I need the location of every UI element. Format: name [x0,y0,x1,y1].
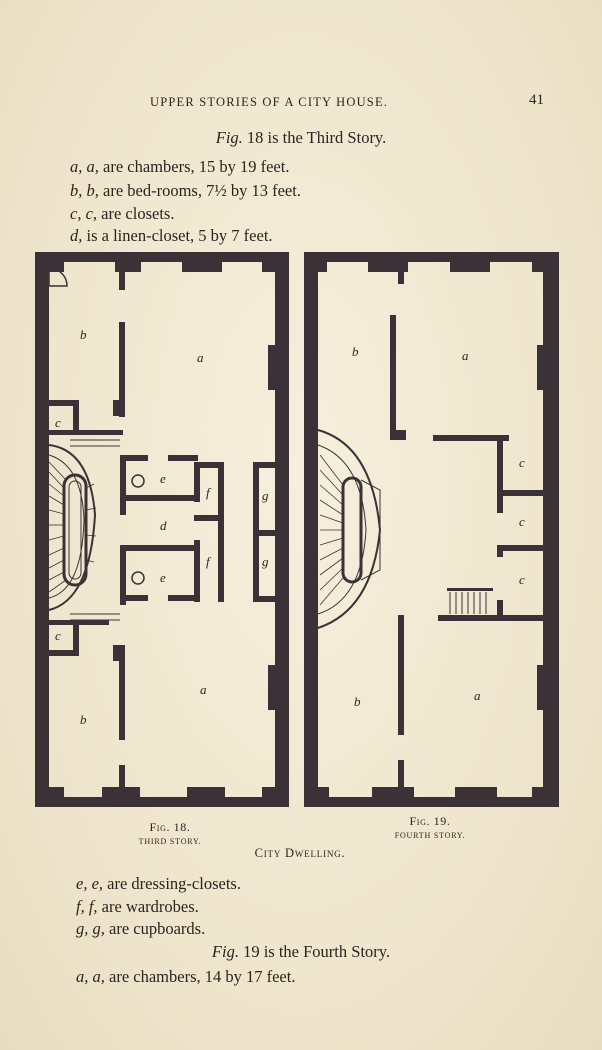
legend-letters: d, [70,226,83,245]
room-label-g: g [262,488,269,503]
legend-line-f: f, f, are wardrobes. [76,897,199,917]
legend-line-b: b, b, are bed-rooms, 7½ by 13 feet. [70,181,301,201]
legend-letters: b, b, [70,181,99,200]
room-label-e: e [160,471,166,486]
plate-title: City Dwelling. [254,846,346,860]
room-label-c: c [519,572,525,587]
legend-text: are dressing-closets. [103,874,241,893]
fig18-prefix: Fig. [215,128,243,147]
third-story-plan [35,252,289,807]
room-label-c: c [55,415,61,430]
legend-line-c: c, c, are closets. [70,204,174,224]
room-label-b: b [80,327,87,342]
fig19-caption: Fig. 19. FOURTH STORY. [380,814,480,840]
room-label-e: e [160,570,166,585]
room-label-b: b [80,712,87,727]
room-labels-right: b a c c c b a [352,344,525,709]
legend-line-a2: a, a, are chambers, 14 by 17 feet. [76,967,295,987]
fig19-rest: 19 is the Fourth Story. [238,942,391,961]
legend-text: are bed-rooms, 7½ by 13 feet. [98,181,301,200]
basins [48,267,145,585]
room-label-f: f [206,554,212,569]
legend-letters: a, a, [76,967,105,986]
legend-text: are chambers, 15 by 19 feet. [98,157,290,176]
legend-text: are chambers, 14 by 17 feet. [104,967,296,986]
fig18-caption: Fig. 18. THIRD STORY. [120,820,220,846]
fig18-rest: 18 is the Third Story. [242,128,387,147]
fig18-label: Fig. 18. [149,820,191,834]
room-label-a: a [474,688,481,703]
legend-letters: e, e, [76,874,104,893]
room-label-d: d [160,518,167,533]
room-label-a: a [200,682,207,697]
legend-line-a: a, a, are chambers, 15 by 19 feet. [70,157,289,177]
legend-letters: c, c, [70,204,98,223]
room-label-f: f [206,485,212,500]
room-labels-left: b a c e f g d e f g c b a [55,327,269,727]
legend-line-e: e, e, are dressing-closets. [76,874,241,894]
fig19-sublabel: FOURTH STORY. [394,831,466,840]
room-label-a: a [197,350,204,365]
fourth-story-plan [304,252,559,807]
room-label-c: c [519,455,525,470]
left-staircase [48,439,120,621]
legend-letters: f, f, [76,897,98,916]
room-label-a: a [462,348,469,363]
room-label-b: b [352,344,359,359]
legend-letters: a, a, [70,157,99,176]
fig19-label: Fig. 19. [409,814,451,828]
legend-line-g: g, g, are cupboards. [76,919,205,939]
legend-text: is a linen-closet, 5 by 7 feet. [82,226,273,245]
legend-line-d: d, is a linen-closet, 5 by 7 feet. [70,226,273,246]
fig19-prefix: Fig. [211,942,239,961]
running-head: UPPER STORIES OF A CITY HOUSE. [150,95,389,109]
legend-text: are cupboards. [104,919,206,938]
fig18-heading: Fig. 18 is the Third Story. [0,128,602,148]
legend-text: are closets. [97,204,175,223]
fig19-heading: Fig. 19 is the Fourth Story. [0,942,602,962]
page-number: 41 [529,92,544,108]
room-label-c: c [519,514,525,529]
room-label-b: b [354,694,361,709]
right-staircase [317,429,487,629]
room-label-c: c [55,628,61,643]
room-label-g: g [262,554,269,569]
fig18-sublabel: THIRD STORY. [138,837,202,846]
legend-text: are wardrobes. [97,897,199,916]
legend-letters: g, g, [76,919,105,938]
